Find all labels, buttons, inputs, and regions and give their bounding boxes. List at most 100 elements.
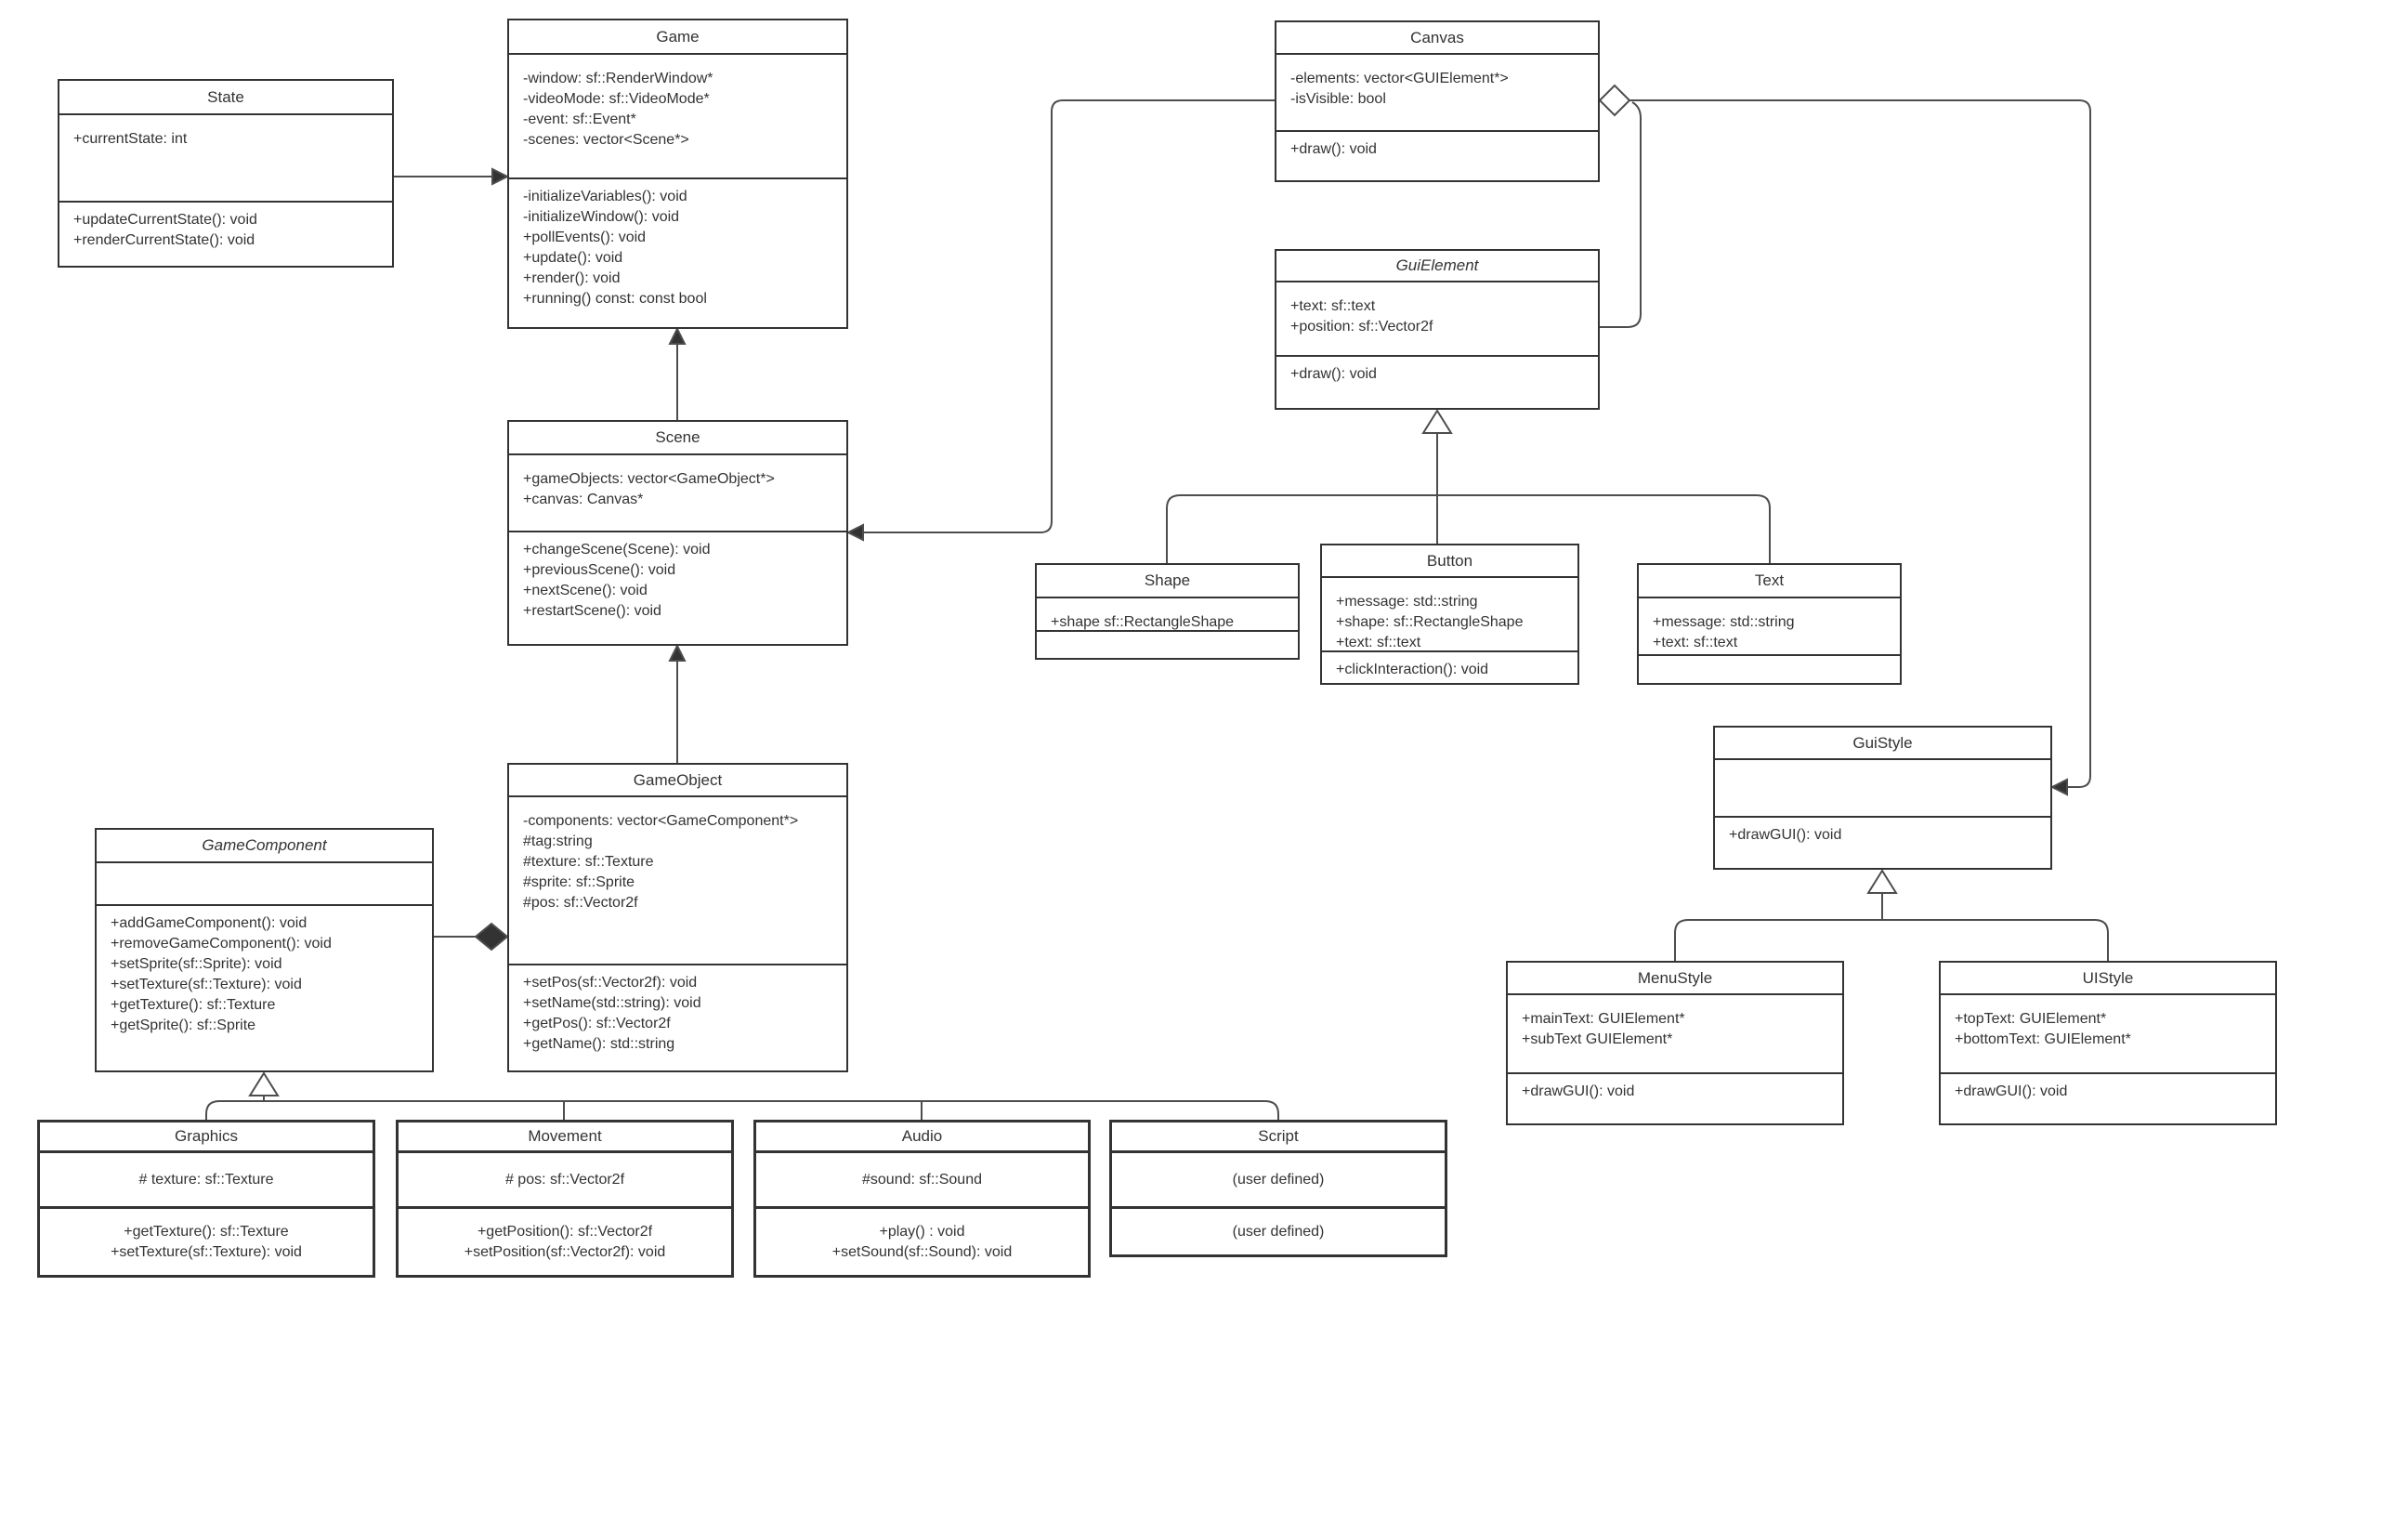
class-box-state[interactable]: State +currentState: int +updateCurrentS… [58, 79, 394, 268]
attribute: -window: sf::RenderWindow* [523, 71, 713, 86]
class-methods: +changeScene(Scene): void +previousScene(… [509, 532, 846, 644]
method: +setPosition(sf::Vector2f): void [464, 1243, 666, 1260]
attribute: -elements: vector<GUIElement*> [1290, 71, 1509, 86]
class-box-guistyle[interactable]: GuiStyle +drawGUI(): void [1713, 726, 2052, 870]
attribute: -videoMode: sf::VideoMode* [523, 91, 710, 107]
method: +play() : void [879, 1223, 965, 1240]
class-methods: (user defined) [1112, 1209, 1445, 1254]
triangle-gamecomponent [248, 1071, 280, 1096]
arrow-into-scene-right [845, 523, 864, 542]
method: +clickInteraction(): void [1336, 662, 1489, 677]
method: +setPos(sf::Vector2f): void [523, 975, 698, 991]
class-methods: +draw(): void [1276, 132, 1598, 180]
method: +drawGUI(): void [1729, 827, 1842, 843]
class-methods: +drawGUI(): void [1508, 1074, 1842, 1123]
class-methods: +play() : void+setSound(sf::Sound): void [756, 1209, 1088, 1275]
attribute: +gameObjects: vector<GameObject*> [523, 471, 775, 487]
class-box-menustyle[interactable]: MenuStyle +mainText: GUIElement*+subText… [1506, 961, 1844, 1125]
class-title: Audio [756, 1122, 1088, 1153]
method: +previousScene(): void [523, 562, 676, 578]
method: +nextScene(): void [523, 583, 648, 598]
class-box-button[interactable]: Button +message: std::string+shape: sf::… [1320, 544, 1579, 685]
edge-guielement-fan [1166, 494, 1771, 563]
attribute: -isVisible: bool [1290, 91, 1386, 107]
class-attributes: +topText: GUIElement*+bottomText: GUIEle… [1941, 995, 2275, 1074]
class-box-canvas[interactable]: Canvas -elements: vector<GUIElement*> -is… [1275, 20, 1600, 182]
method: (user defined) [1232, 1223, 1325, 1240]
method: +setSound(sf::Sound): void [831, 1243, 1013, 1260]
triangle-guistyle [1866, 869, 1898, 894]
edge-canvas-guistyle [1629, 99, 2091, 788]
class-box-audio[interactable]: Audio #sound: sf::Sound +play() : void+s… [753, 1120, 1091, 1278]
class-box-movement[interactable]: Movement # pos: sf::Vector2f +getPositio… [396, 1120, 734, 1278]
edge-guistyle-fan [1674, 919, 2109, 961]
arrow-into-scene-bottom [668, 643, 687, 662]
class-box-gamecomponent[interactable]: GameComponent +addGameComponent(): void+… [95, 828, 434, 1072]
class-box-game[interactable]: Game -window: sf::RenderWindow*-videoMod… [507, 19, 848, 329]
attribute: # texture: sf::Texture [138, 1171, 274, 1188]
class-box-shape[interactable]: Shape +shape sf::RectangleShape [1035, 563, 1300, 660]
class-box-script[interactable]: Script (user defined) (user defined) [1109, 1120, 1447, 1257]
class-attributes: +message: std::string+text: sf::text [1639, 598, 1900, 656]
class-attributes [1715, 760, 2050, 818]
class-attributes: (user defined) [1112, 1153, 1445, 1209]
attribute: +subText GUIElement* [1522, 1031, 1673, 1047]
attribute: +text: sf::text [1336, 635, 1421, 650]
class-methods: +drawGUI(): void [1715, 818, 2050, 868]
attribute: +currentState: int [73, 131, 188, 147]
class-title: Shape [1037, 565, 1298, 598]
class-title: Graphics [40, 1122, 373, 1153]
method: +getTexture(): sf::Texture [124, 1223, 289, 1240]
triangle-guielement [1421, 409, 1453, 434]
method: +restartScene(): void [523, 603, 661, 619]
class-methods [1639, 656, 1900, 683]
class-box-text[interactable]: Text +message: std::string+text: sf::tex… [1637, 563, 1902, 685]
attribute: +text: sf::text [1290, 298, 1376, 314]
class-attributes: -elements: vector<GUIElement*> -isVisible… [1276, 55, 1598, 132]
class-title: Text [1639, 565, 1900, 598]
class-box-uistyle[interactable]: UIStyle +topText: GUIElement*+bottomText… [1939, 961, 2277, 1125]
method: +addGameComponent(): void [111, 915, 308, 931]
class-box-graphics[interactable]: Graphics # texture: sf::Texture +getText… [37, 1120, 375, 1278]
class-methods: +drawGUI(): void [1941, 1074, 2275, 1123]
attribute: #pos: sf::Vector2f [523, 895, 638, 911]
attribute: +shape: sf::RectangleShape [1336, 614, 1524, 630]
arrow-into-game [491, 167, 510, 186]
class-attributes: -components: vector<GameComponent*>#tag:… [509, 797, 846, 965]
method: +changeScene(Scene): void [523, 542, 711, 558]
attribute: #sound: sf::Sound [862, 1171, 982, 1188]
class-attributes: #sound: sf::Sound [756, 1153, 1088, 1209]
method: +setSprite(sf::Sprite): void [111, 956, 282, 972]
method: +getName(): std::string [523, 1036, 675, 1052]
class-attributes: +currentState: int [59, 115, 392, 203]
class-box-guielement[interactable]: GuiElement +text: sf::text+position: sf:… [1275, 249, 1600, 410]
class-title: MenuStyle [1508, 963, 1842, 995]
arrow-into-guistyle [2049, 778, 2068, 796]
method: +running() const: const bool [523, 291, 707, 307]
class-methods [1037, 632, 1298, 658]
class-title: Canvas [1276, 22, 1598, 55]
class-attributes: # texture: sf::Texture [40, 1153, 373, 1209]
class-title: Button [1322, 545, 1577, 578]
class-methods: +draw(): void [1276, 357, 1598, 408]
class-attributes: +message: std::string+shape: sf::Rectang… [1322, 578, 1577, 652]
attribute: +text: sf::text [1653, 635, 1738, 650]
class-title: Scene [509, 422, 846, 455]
class-box-gameobject[interactable]: GameObject -components: vector<GameCompo… [507, 763, 848, 1072]
attribute: +message: std::string [1653, 614, 1795, 630]
attribute: # pos: sf::Vector2f [504, 1171, 625, 1188]
diamond-aggregation-canvas [1598, 84, 1631, 117]
attribute: +message: std::string [1336, 594, 1478, 610]
class-methods: +setPos(sf::Vector2f): void+setName(std:… [509, 965, 846, 1070]
class-attributes: -window: sf::RenderWindow*-videoMode: sf… [509, 55, 846, 179]
class-attributes [97, 863, 432, 906]
attribute: #sprite: sf::Sprite [523, 874, 635, 890]
method: +getTexture(): sf::Texture [111, 997, 276, 1013]
method: +render(): void [523, 270, 621, 286]
method: -initializeWindow(): void [523, 209, 680, 225]
class-methods: +getPosition(): sf::Vector2f+setPosition… [399, 1209, 731, 1275]
attribute: -components: vector<GameComponent*> [523, 813, 799, 829]
class-box-scene[interactable]: Scene +gameObjects: vector<GameObject*> +… [507, 420, 848, 646]
